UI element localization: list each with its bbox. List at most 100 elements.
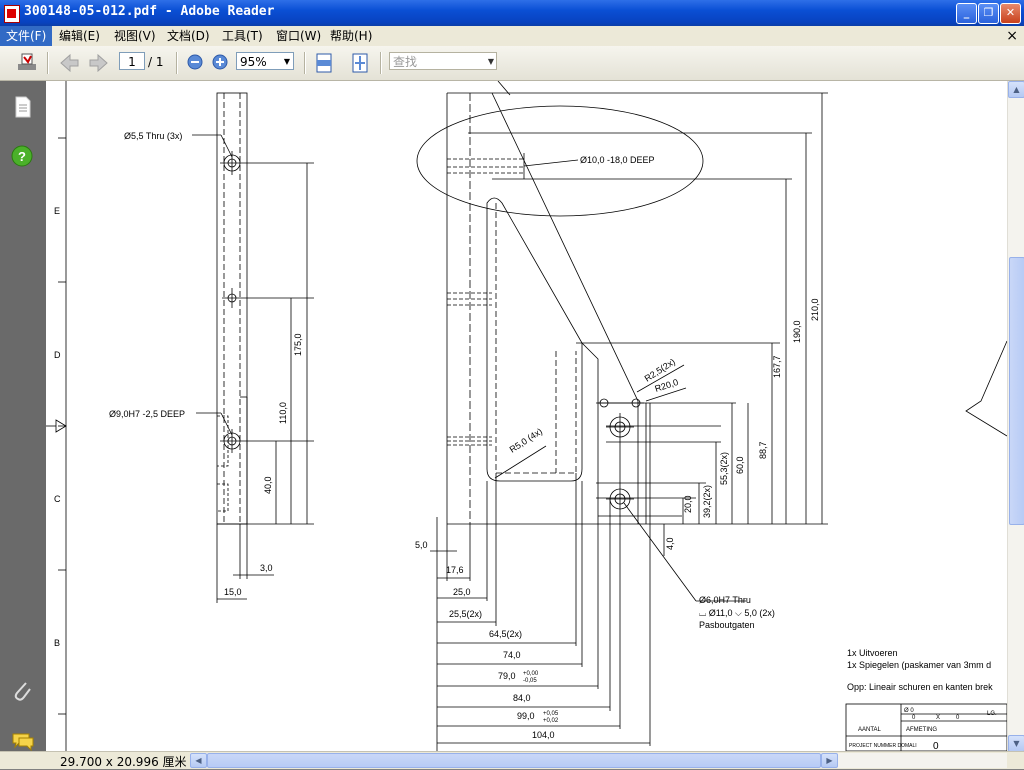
- label-dowel-2: ⌴ Ø11,0 ⌵ 5,0 (2x): [699, 608, 775, 618]
- label-hole-bottom: Ø9,0H7 -2,5 DEEP: [109, 409, 185, 419]
- dim-25: 25,0: [453, 587, 471, 597]
- dim-5: 5,0: [415, 540, 428, 550]
- note-1: 1x Uitvoeren: [847, 648, 898, 658]
- note-3: Opp: Lineair schuren en kanten brek: [847, 682, 993, 692]
- pdf-page[interactable]: E D C B Ø5,5 Thru (3x) Ø9,0H7 -2,5 DEEP …: [46, 81, 1007, 751]
- next-page-icon[interactable]: [88, 53, 110, 73]
- svg-text:?: ?: [18, 149, 26, 164]
- toolbar-separator: [47, 52, 49, 74]
- dim-3: 3,0: [260, 563, 273, 573]
- toolbar-separator: [176, 52, 178, 74]
- close-button[interactable]: ✕: [1000, 3, 1021, 24]
- dim-64-5: 64,5(2x): [489, 629, 522, 639]
- dim-17-6: 17,6: [446, 565, 464, 575]
- comments-icon[interactable]: [11, 731, 35, 751]
- attachments-icon[interactable]: [11, 679, 33, 703]
- tb-lg: LG.: [987, 711, 997, 717]
- label-hole-top: Ø5,5 Thru (3x): [124, 131, 182, 141]
- label-dowel-3: Pasboutgaten: [699, 620, 755, 630]
- search-placeholder: 查找: [393, 55, 418, 69]
- menu-tools[interactable]: 工具(T): [222, 29, 263, 43]
- menu-file[interactable]: 文件(F): [0, 26, 53, 46]
- dim-40: 40,0: [263, 476, 273, 494]
- note-2: 1x Spiegelen (paskamer van 3mm d: [847, 660, 991, 670]
- search-field[interactable]: 查找 ▼: [389, 52, 497, 70]
- label-dowel-1: Ø6,0H7 Thru: [699, 595, 751, 605]
- toolbar-separator: [380, 52, 382, 74]
- tb-afmeting: AFMETING: [906, 727, 937, 733]
- scroll-up-icon[interactable]: ▲: [1008, 81, 1024, 98]
- dim-15: 15,0: [224, 587, 242, 597]
- scroll-left-icon[interactable]: ◀: [190, 753, 207, 768]
- dim-20: 20,0: [683, 495, 693, 513]
- zone-letter-b: B: [54, 638, 60, 648]
- title-bar: 300148-05-012.pdf - Adobe Reader _ ❐ ✕: [0, 0, 1024, 26]
- fit-page-icon[interactable]: [350, 53, 370, 73]
- dim-55-3: 55,3(2x): [719, 452, 729, 485]
- tb-project: PROJECT NUMMER DOMALI: [849, 743, 917, 749]
- dim-175: 175,0: [293, 333, 303, 356]
- dim-99: 99,0: [517, 711, 535, 721]
- dim-190: 190,0: [792, 320, 802, 343]
- tol-99-upper: +0,05: [543, 711, 559, 717]
- dim-60: 60,0: [735, 456, 745, 474]
- menu-view[interactable]: 视图(V): [114, 29, 156, 43]
- label-deep-hole: Ø10,0 -18,0 DEEP: [580, 155, 655, 165]
- minimize-button[interactable]: _: [956, 3, 977, 24]
- status-bar: 29.700 x 20.996 厘米 ◀ ▶: [0, 751, 1024, 769]
- menu-help[interactable]: 帮助(H): [330, 29, 373, 43]
- pages-icon[interactable]: [11, 95, 33, 119]
- zoom-in-icon[interactable]: [211, 53, 229, 71]
- dim-39-2: 39,2(2x): [702, 485, 712, 518]
- horizontal-scroll-thumb[interactable]: [207, 753, 821, 768]
- scroll-down-icon[interactable]: ▼: [1008, 735, 1024, 752]
- navigation-panel: ?: [0, 81, 46, 751]
- chevron-down-icon[interactable]: ▼: [283, 57, 290, 66]
- tb-aantal: AANTAL: [858, 727, 882, 733]
- window-title: 300148-05-012.pdf - Adobe Reader: [24, 4, 275, 19]
- scroll-right-icon[interactable]: ▶: [821, 753, 838, 768]
- vertical-scrollbar[interactable]: ▲ ▼: [1007, 81, 1024, 752]
- dim-210: 210,0: [810, 298, 820, 321]
- save-copy-icon[interactable]: [16, 52, 38, 72]
- dim-167-7: 167,7: [772, 355, 782, 378]
- menu-document[interactable]: 文档(D): [167, 29, 210, 43]
- technical-drawing: E D C B Ø5,5 Thru (3x) Ø9,0H7 -2,5 DEEP …: [46, 81, 1007, 751]
- tb-zero-2: 0: [956, 715, 960, 721]
- zoom-value: 95%: [240, 55, 267, 69]
- zoom-select[interactable]: 95% ▼: [236, 52, 294, 70]
- pdf-app-icon[interactable]: [4, 5, 20, 23]
- horizontal-scrollbar[interactable]: ◀ ▶: [190, 753, 1007, 768]
- toolbar-separator: [304, 52, 306, 74]
- toolbar: 1 / 1 95% ▼ 查找 ▼: [0, 46, 1024, 81]
- tb-diam: Ø 0: [904, 708, 914, 714]
- dim-74: 74,0: [503, 650, 521, 660]
- zone-letter-e: E: [54, 206, 60, 216]
- dim-84: 84,0: [513, 693, 531, 703]
- page-number-input[interactable]: 1: [119, 52, 145, 70]
- menu-edit[interactable]: 编辑(E): [59, 29, 100, 43]
- dim-79: 79,0: [498, 671, 516, 681]
- vertical-scroll-thumb[interactable]: [1009, 257, 1024, 525]
- tol-79-upper: +0,00: [523, 671, 539, 677]
- menu-window[interactable]: 窗口(W): [276, 29, 322, 43]
- tb-zero-1: 0: [912, 715, 916, 721]
- menu-bar: 文件(F) 编辑(E) 视图(V) 文档(D) 工具(T) 窗口(W) 帮助(H…: [0, 26, 1024, 46]
- zoom-out-icon[interactable]: [186, 53, 204, 71]
- dim-110: 110,0: [278, 402, 288, 424]
- fit-width-icon[interactable]: [314, 53, 334, 73]
- dim-104: 104,0: [532, 730, 555, 740]
- help-icon[interactable]: ?: [11, 145, 33, 167]
- previous-page-icon[interactable]: [58, 53, 80, 73]
- tb-project-value: 0: [933, 741, 939, 751]
- dim-25-5: 25,5(2x): [449, 609, 482, 619]
- search-dropdown-icon[interactable]: ▼: [487, 57, 494, 66]
- tb-x: X: [936, 715, 940, 721]
- dim-88-7: 88,7: [758, 441, 768, 459]
- page-size-label: 29.700 x 20.996 厘米: [60, 755, 187, 769]
- zone-letter-d: D: [54, 350, 61, 360]
- maximize-button[interactable]: ❐: [978, 3, 999, 24]
- zone-letter-c: C: [54, 494, 61, 504]
- page-total-label: / 1: [148, 55, 164, 69]
- document-close-icon[interactable]: ×: [1006, 28, 1018, 44]
